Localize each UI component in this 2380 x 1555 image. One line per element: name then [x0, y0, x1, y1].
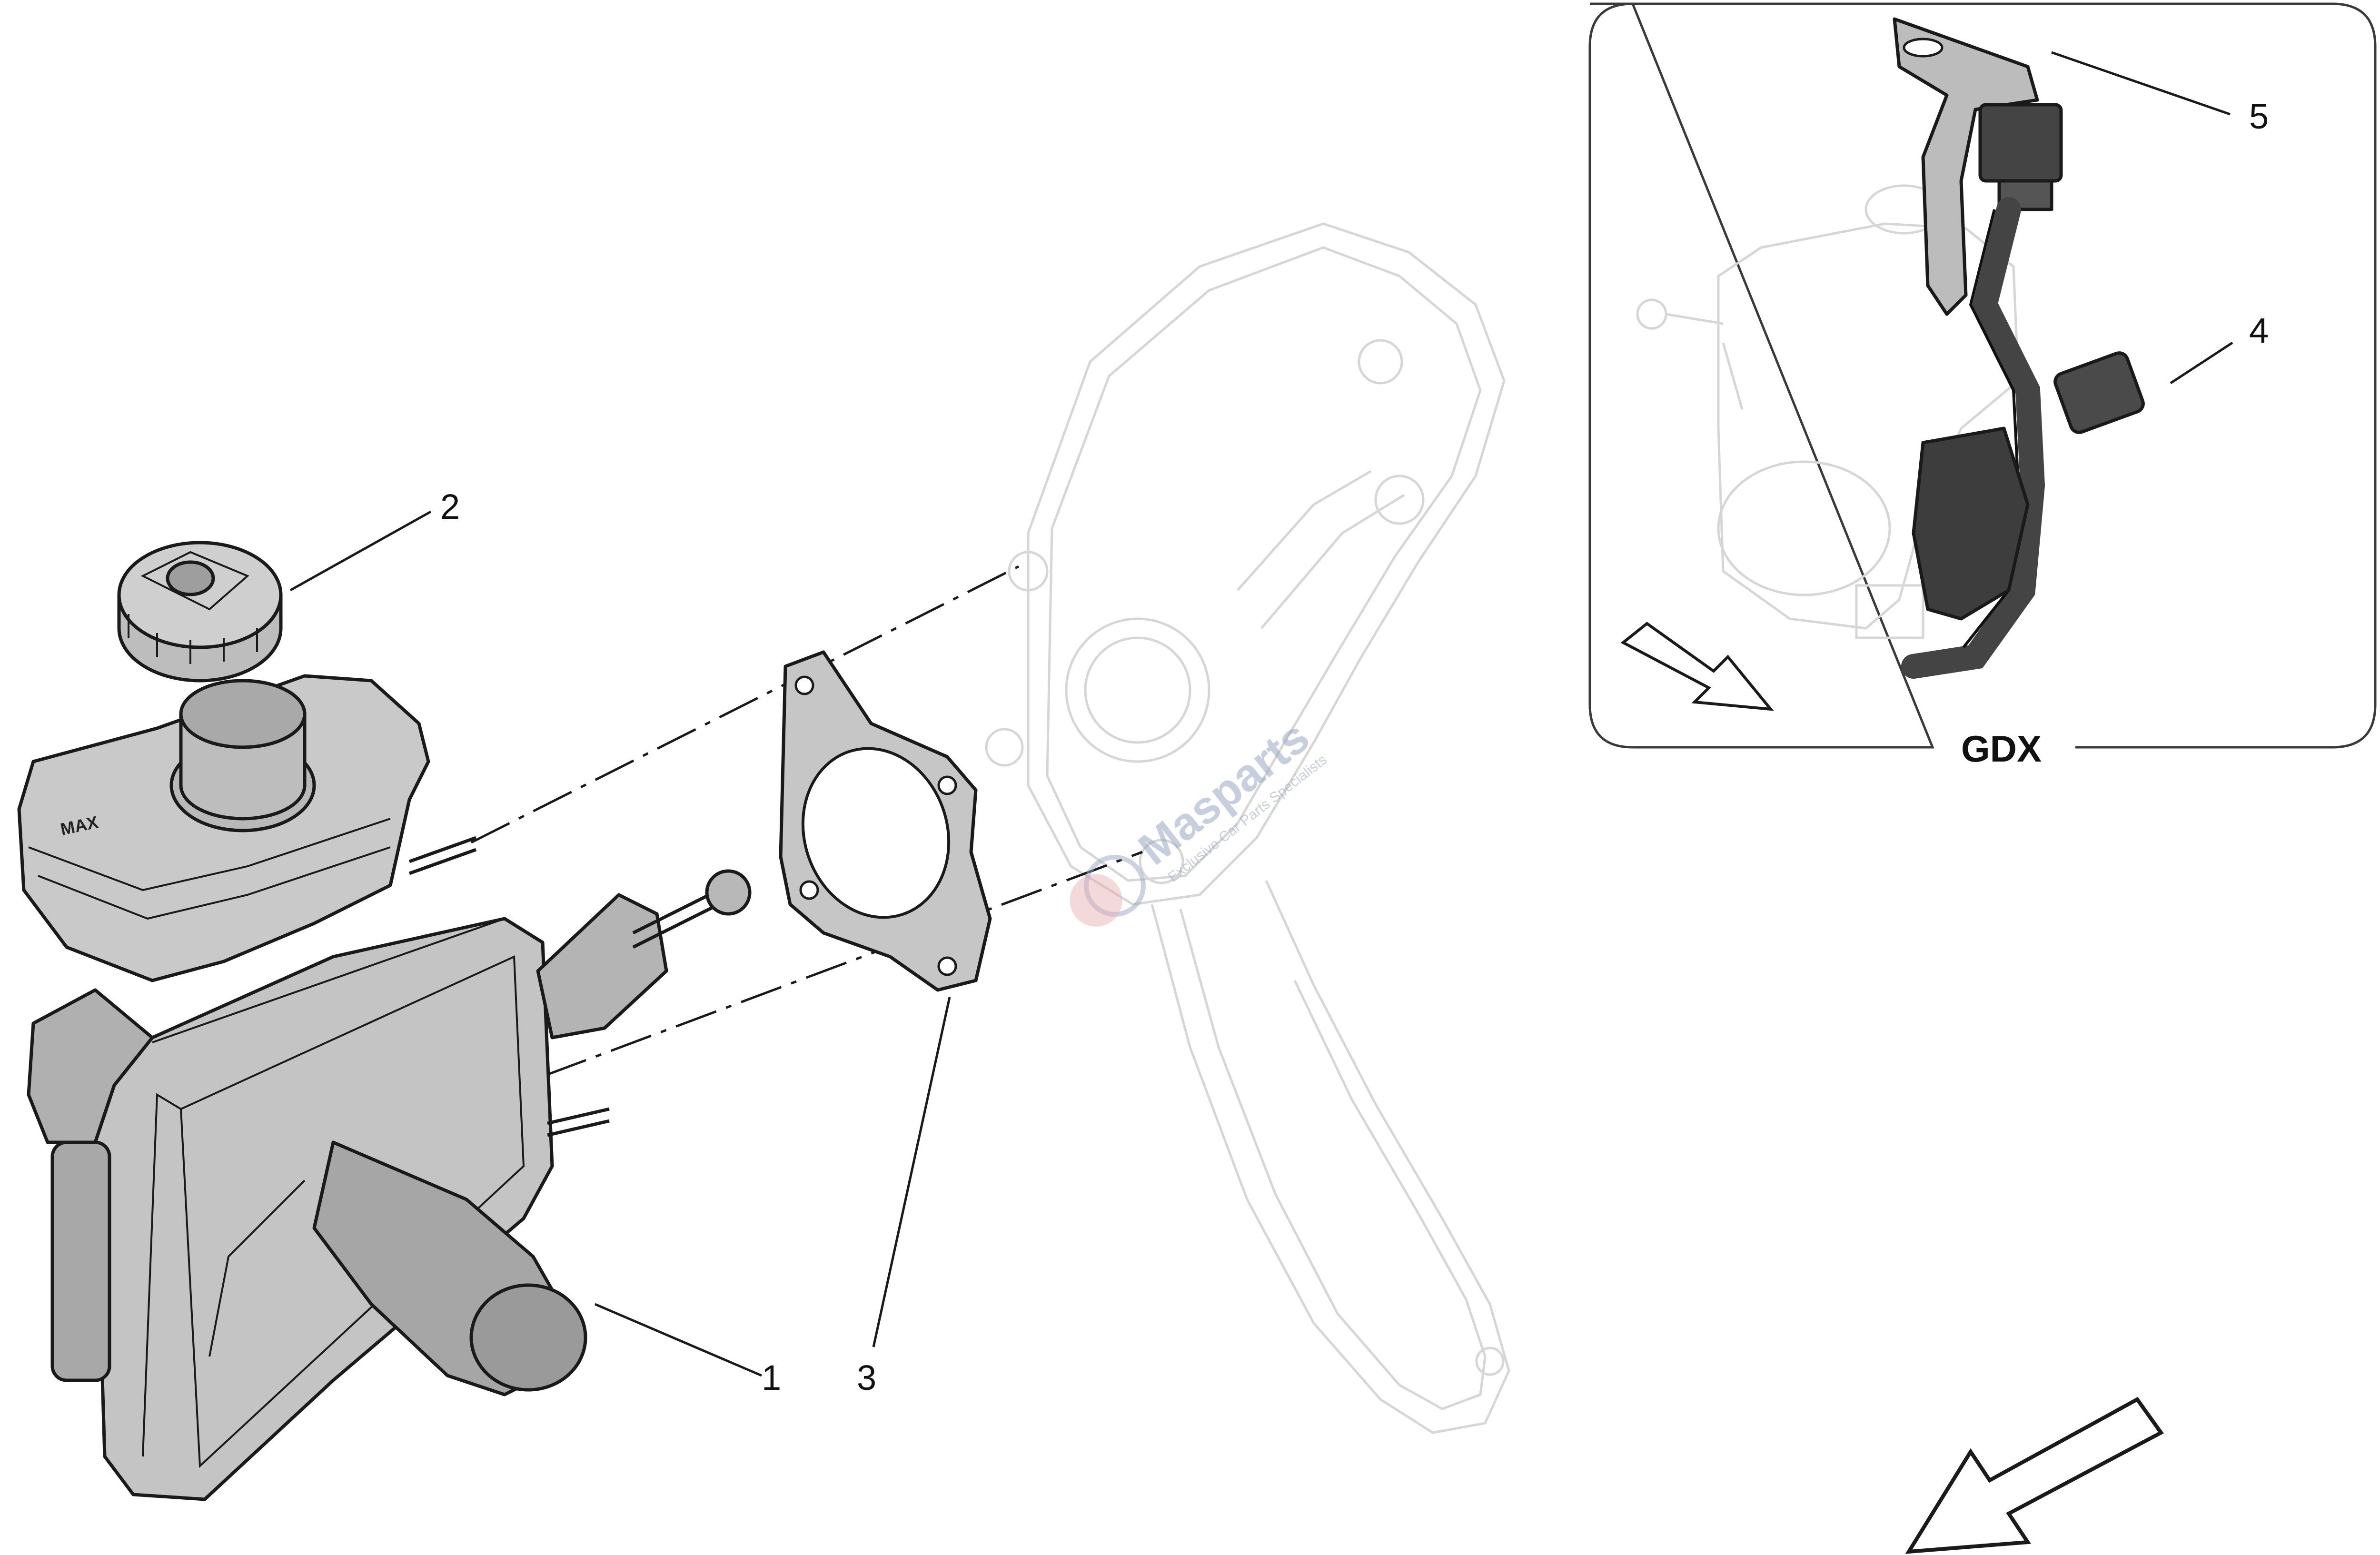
- inset-pedal-sensor: [1912, 426, 2030, 621]
- leader-lines: [289, 51, 2233, 1377]
- reservoir-cap: [117, 541, 283, 683]
- gdx-inset-panel: GDX: [1588, 2, 2377, 770]
- callout-2: 2: [440, 487, 460, 526]
- inset-harness-cable: [1901, 197, 2045, 679]
- alignment-lines: [470, 565, 1143, 1101]
- sensor-bracket: [1893, 17, 2039, 316]
- callout-1: 1: [762, 1358, 781, 1397]
- vehicle-direction-arrow: [1905, 1397, 2164, 1554]
- inset-connector-side: [2053, 351, 2145, 434]
- callout-3: 3: [857, 1358, 876, 1397]
- pedal-assembly-ghost: [985, 222, 1510, 1434]
- inset-title: GDX: [1961, 728, 2042, 770]
- callout-5: 5: [2249, 97, 2269, 136]
- watermark: Masparts Exclusive Car Parts Specialists: [1070, 711, 1330, 927]
- brake-booster-unit: MAX: [17, 674, 752, 1501]
- booster-gasket: [779, 650, 992, 992]
- inset-connector-top: [1978, 103, 2063, 183]
- callout-4: 4: [2249, 311, 2269, 350]
- inset-direction-arrow: [1620, 622, 1774, 711]
